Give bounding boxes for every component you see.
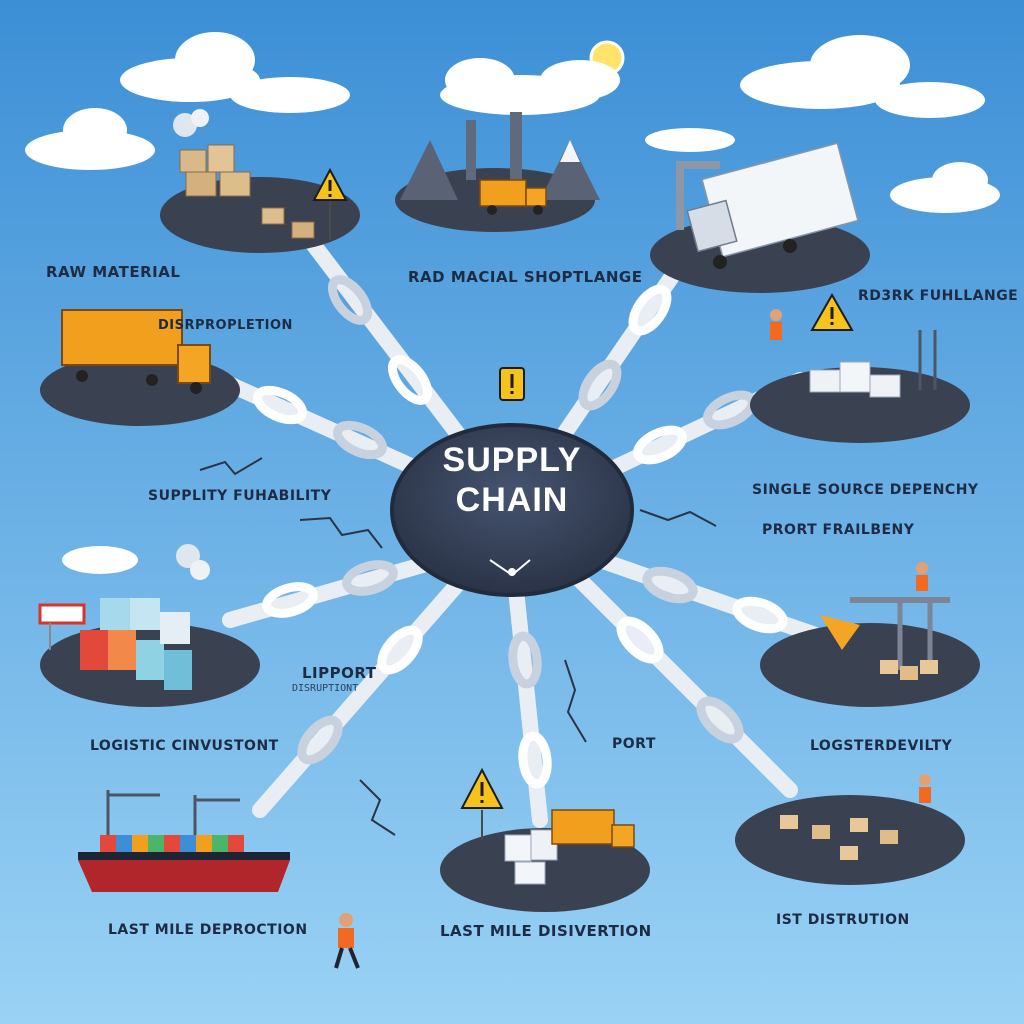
label-supplity: SUPPLITY FUHABILITY — [148, 488, 332, 504]
label-top-center: RAD MACIAL SHOPTLANGE — [408, 268, 643, 286]
worker-icon — [770, 309, 782, 340]
cloud-icon — [440, 58, 620, 115]
truck-icon — [551, 809, 635, 848]
chain-bottom-left — [252, 562, 478, 818]
hub-title: SUPPLY CHAIN — [402, 440, 622, 520]
label-pront: PRORT FRAILBENY — [762, 522, 915, 538]
chain-lower-right — [592, 552, 838, 648]
platform-top-center — [395, 112, 600, 232]
warning-icon — [810, 292, 854, 331]
worker-icon — [334, 913, 360, 969]
hub-title-line2: CHAIN — [455, 481, 569, 519]
chain-raw-material — [302, 232, 478, 458]
label-last-mile-center: LAST MILE DISIVERTION — [440, 922, 652, 940]
label-single-source: SINGLE SOURCE DEPENCHY — [752, 482, 979, 498]
central-hub — [390, 423, 634, 597]
cloud-icon — [120, 32, 350, 113]
platform-bottom-right — [735, 795, 965, 885]
truck-icon — [61, 309, 211, 394]
truck-icon — [479, 179, 547, 215]
label-last-mile-left: LAST MILE DEPROCTION — [108, 922, 308, 938]
cloud-icon — [740, 35, 985, 118]
chain-top-right — [552, 242, 698, 448]
hub-title-line1: SUPPLY — [442, 441, 582, 479]
label-top-right: RD3RK FUHLLANGE — [858, 288, 1019, 304]
cloud-icon — [25, 108, 155, 170]
label-port: PORT — [612, 736, 656, 752]
chain-links — [253, 275, 788, 789]
platform-lower-right — [760, 597, 980, 707]
worker-icon — [919, 774, 931, 803]
truck-icon — [686, 142, 859, 269]
cloud-icon — [890, 162, 1000, 213]
label-ist: IST DISTRUTION — [776, 912, 910, 928]
warning-icon — [499, 367, 525, 401]
cloud-icon — [645, 128, 735, 152]
label-logistic: LOGISTIC CINVUSTONT — [90, 738, 279, 754]
worker-icon — [916, 562, 928, 591]
platform-right — [750, 330, 970, 443]
platform-raw-material — [160, 109, 360, 253]
cargo-ship-icon — [78, 790, 290, 892]
chain-left — [212, 372, 428, 478]
label-disruption-top-left: DISRPROPLETION — [158, 318, 293, 333]
platform-lower-left — [38, 544, 260, 707]
warning-icon — [312, 167, 348, 240]
label-lipport-sub: DISRUPTIONT — [292, 683, 359, 694]
warning-icon — [460, 767, 504, 840]
cloud-icon — [62, 546, 138, 574]
label-raw-material: RAW MATERIAL — [46, 263, 181, 281]
crack-lines — [199, 457, 717, 836]
platform-bottom-center — [440, 828, 650, 912]
label-lipport: LIPPORT — [302, 664, 377, 682]
chain-bottom-right — [567, 567, 798, 798]
label-logaster: LOGSTERDEVILTY — [810, 738, 953, 754]
